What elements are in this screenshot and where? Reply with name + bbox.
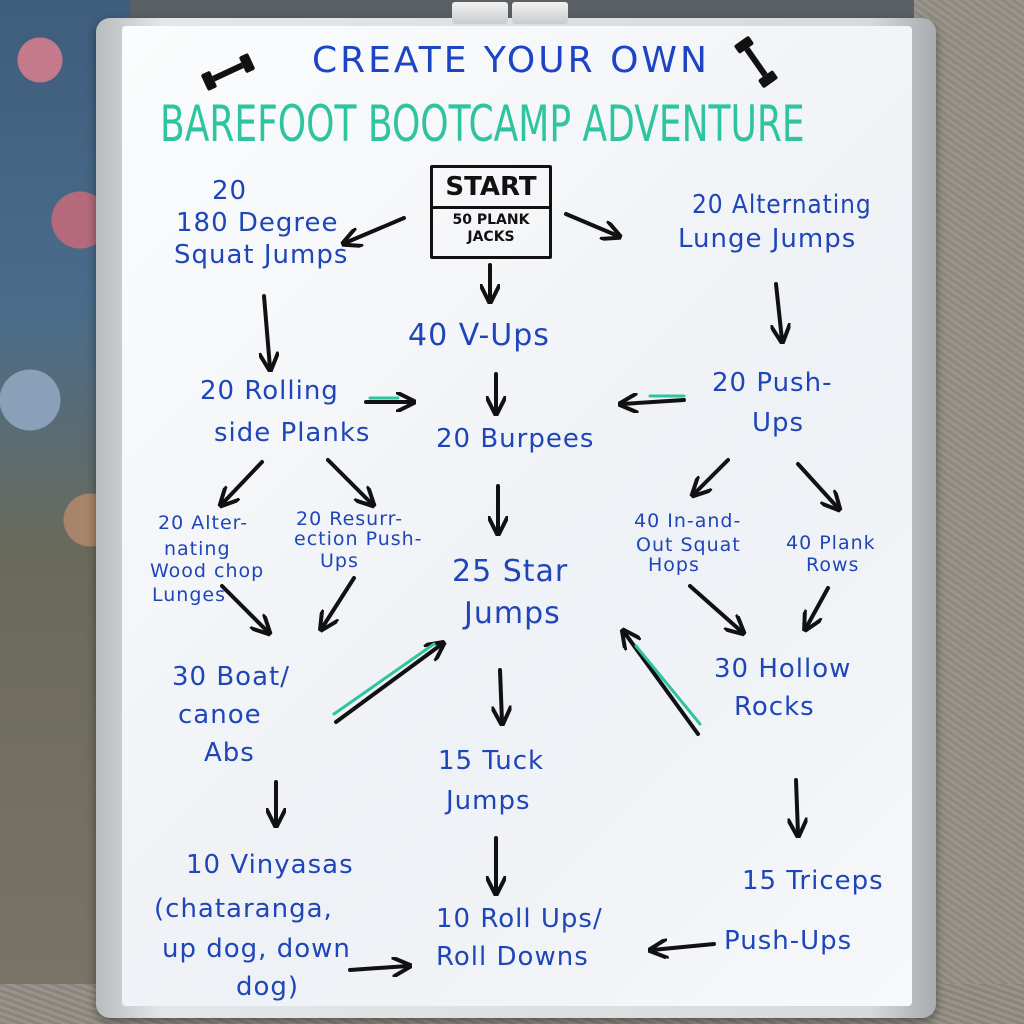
squat-jumps-count: 20 bbox=[212, 176, 248, 206]
arrow-rolling-to-resur bbox=[326, 458, 372, 504]
title-line-2: BAREFOOT BOOTCAMP ADVENTURE bbox=[160, 95, 805, 153]
arrow-hollow-to-triceps bbox=[796, 778, 798, 834]
tuck-jumps-line-2: Jumps bbox=[446, 786, 531, 816]
vinyasas-line-3: up dog, down bbox=[162, 934, 351, 964]
vinyasas-line-1: 10 Vinyasas bbox=[186, 850, 354, 880]
arrow-start-to-squat bbox=[345, 216, 406, 243]
boat-abs-line-3: Abs bbox=[204, 738, 255, 768]
wood-chop-line-3: Wood chop bbox=[150, 560, 265, 582]
arrow-hollow-to-star bbox=[624, 632, 700, 736]
teal-stroke-hollow bbox=[634, 644, 702, 726]
rolling-planks-line-2: side Planks bbox=[214, 418, 371, 448]
arrow-resur-to-boat bbox=[322, 576, 356, 628]
whiteboard-surface bbox=[122, 26, 912, 1006]
board-clip-right bbox=[512, 2, 568, 24]
vinyasas-line-4: dog) bbox=[236, 972, 300, 1002]
roll-ups-line-2: Roll Downs bbox=[436, 942, 589, 972]
arrow-squat-to-rolling bbox=[264, 294, 270, 368]
dumbbell-icon bbox=[201, 53, 255, 91]
in-out-hops-line-2: Out Squat bbox=[636, 534, 741, 556]
in-out-hops-line-3: Hops bbox=[648, 554, 700, 576]
triceps-pushups-line-1: 15 Triceps bbox=[742, 866, 884, 896]
board-clip-left bbox=[452, 2, 508, 24]
arrow-vinyasa-to-rollups bbox=[348, 966, 408, 970]
star-jumps-line-2: Jumps bbox=[464, 596, 561, 631]
arrow-pushups-to-burpees bbox=[622, 400, 686, 404]
burpees: 20 Burpees bbox=[436, 424, 595, 454]
vinyasas-line-2: (chataranga, bbox=[154, 894, 333, 924]
teal-stroke-boat bbox=[332, 642, 436, 716]
arrow-inout-to-hollow bbox=[688, 584, 742, 632]
plank-rows-line-1: 40 Plank bbox=[786, 532, 876, 554]
wood-chop-line-1: 20 Alter- bbox=[158, 512, 249, 534]
start-label: START bbox=[445, 172, 537, 202]
squat-jumps-line-3: Squat Jumps bbox=[174, 240, 349, 270]
plank-rows-line-2: Rows bbox=[806, 554, 860, 576]
hollow-rocks-line-1: 30 Hollow bbox=[714, 654, 852, 684]
triceps-pushups-line-2: Push-Ups bbox=[724, 926, 853, 956]
start-exercise-line-1: 50 PLANK bbox=[452, 212, 530, 228]
start-exercise-line-2: JACKS bbox=[467, 228, 515, 245]
arrow-star-to-tuck bbox=[500, 668, 502, 722]
arrow-rows-to-hollow bbox=[806, 586, 830, 628]
resurrection-line-3: Ups bbox=[320, 550, 359, 572]
star-jumps-line-1: 25 Star bbox=[452, 554, 569, 589]
arrow-lunge-to-pushups bbox=[776, 282, 782, 340]
rolling-planks-line-1: 20 Rolling bbox=[200, 376, 339, 406]
arrow-rolling-to-wood bbox=[222, 460, 264, 504]
arrow-start-to-lunge bbox=[564, 212, 618, 236]
squat-jumps-line-2: 180 Degree bbox=[176, 208, 339, 238]
title-line-1: CREATE YOUR OWN bbox=[312, 40, 710, 81]
lunge-jumps-line-1: 20 Alternating bbox=[692, 190, 872, 220]
arrow-pushups-to-rows bbox=[796, 462, 838, 508]
arrow-pushups-to-inout bbox=[694, 458, 730, 494]
lunge-jumps-line-2: Lunge Jumps bbox=[678, 224, 857, 254]
dumbbell-icon bbox=[734, 36, 778, 88]
start-box: START 50 PLANK JACKS bbox=[430, 165, 552, 259]
start-exercise: 50 PLANK JACKS bbox=[433, 212, 549, 246]
hollow-rocks-line-2: Rocks bbox=[734, 692, 815, 722]
in-out-hops-line-1: 40 In-and- bbox=[634, 510, 742, 532]
v-ups: 40 V-Ups bbox=[408, 318, 550, 353]
arrow-boat-to-star bbox=[334, 644, 442, 724]
boat-abs-line-1: 30 Boat/ bbox=[172, 662, 290, 692]
tuck-jumps-line-1: 15 Tuck bbox=[438, 746, 545, 776]
start-divider bbox=[433, 206, 549, 209]
roll-ups-line-1: 10 Roll Ups/ bbox=[436, 904, 603, 934]
resurrection-line-1: 20 Resurr- bbox=[296, 508, 404, 530]
arrow-wood-to-boat bbox=[220, 584, 268, 632]
wood-chop-line-4: Lunges bbox=[152, 584, 226, 606]
boat-abs-line-2: canoe bbox=[178, 700, 262, 730]
arrow-triceps-to-rollups bbox=[652, 944, 716, 950]
push-ups-line-2: Ups bbox=[752, 408, 805, 438]
wood-chop-line-2: nating bbox=[164, 538, 231, 560]
resurrection-line-2: ection Push- bbox=[294, 528, 423, 550]
push-ups-line-1: 20 Push- bbox=[712, 368, 833, 398]
